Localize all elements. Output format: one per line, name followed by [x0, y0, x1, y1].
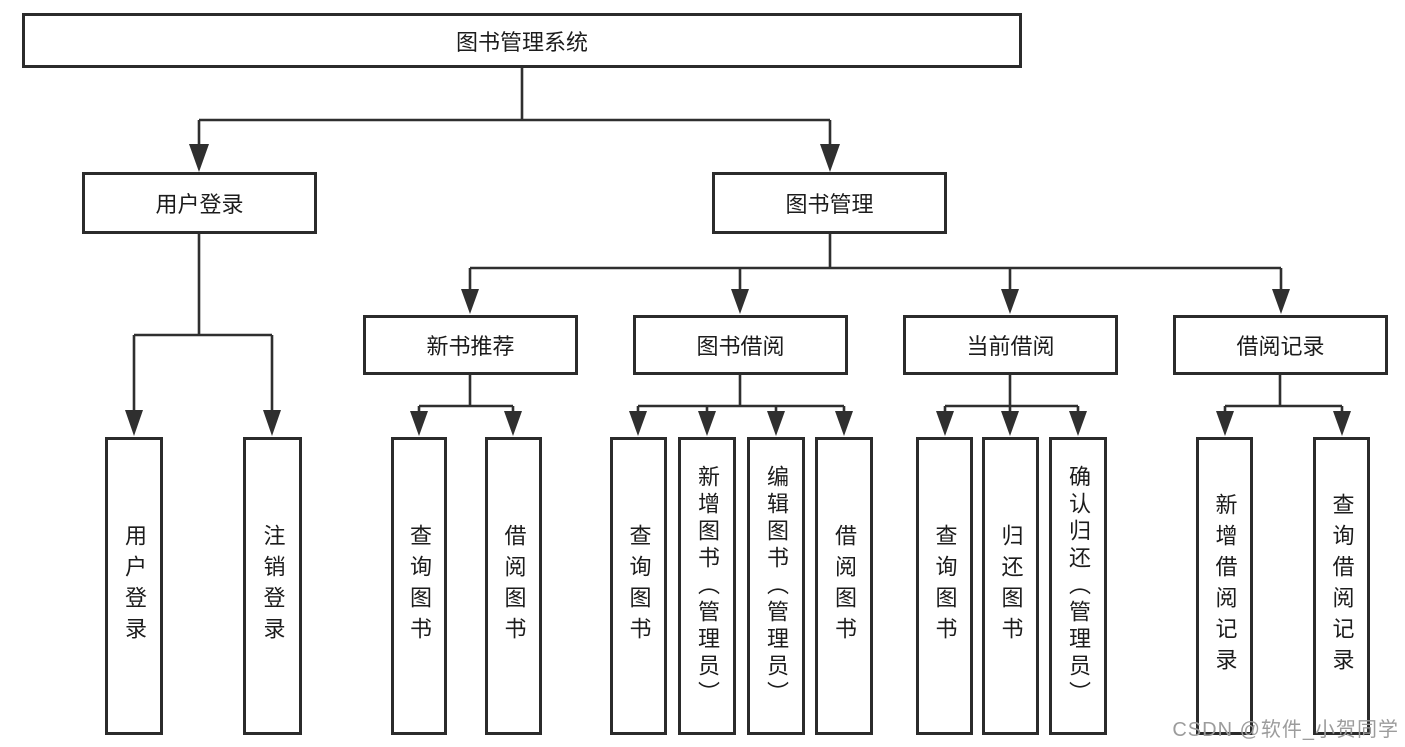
node-leaf-current-confirm-return-admin: 确认归还（管理员） — [1049, 437, 1107, 735]
node-borrow-records: 借阅记录 — [1173, 315, 1388, 375]
node-leaf-borrow-add-books-admin: 新增图书（管理员） — [678, 437, 736, 735]
node-new-book-recommend: 新书推荐 — [363, 315, 578, 375]
node-leaf-borrow-edit-books-admin-label: 编辑图书（管理员） — [764, 464, 789, 708]
node-leaf-newrec-borrow-books: 借阅图书 — [485, 437, 542, 735]
node-leaf-current-query-books: 查询图书 — [916, 437, 973, 735]
node-root-label: 图书管理系统 — [455, 29, 588, 55]
node-leaf-borrow-query-books: 查询图书 — [610, 437, 667, 735]
node-leaf-records-add-record-label: 新增借阅记录 — [1212, 493, 1238, 679]
node-leaf-borrow-query-books-label: 查询图书 — [626, 524, 652, 648]
node-leaf-current-query-books-label: 查询图书 — [932, 524, 958, 648]
node-leaf-logout-label: 注销登录 — [260, 524, 286, 648]
node-user-login: 用户登录 — [82, 172, 317, 234]
node-leaf-borrow-borrow-books: 借阅图书 — [815, 437, 873, 735]
node-leaf-current-return-books: 归还图书 — [982, 437, 1039, 735]
node-leaf-current-confirm-return-admin-label: 确认归还（管理员） — [1066, 464, 1091, 708]
node-leaf-borrow-borrow-books-label: 借阅图书 — [832, 524, 857, 648]
node-leaf-newrec-query-books: 查询图书 — [391, 437, 447, 735]
node-root: 图书管理系统 — [22, 13, 1022, 68]
node-borrow-records-label: 借阅记录 — [1236, 334, 1325, 359]
node-current-borrow: 当前借阅 — [903, 315, 1118, 375]
node-book-borrow-label: 图书借阅 — [696, 334, 785, 359]
node-leaf-records-add-record: 新增借阅记录 — [1196, 437, 1253, 735]
node-leaf-user-login-label: 用户登录 — [122, 524, 147, 648]
arrowhead-icons — [125, 144, 1351, 436]
node-leaf-borrow-edit-books-admin: 编辑图书（管理员） — [747, 437, 805, 735]
node-leaf-newrec-borrow-books-label: 借阅图书 — [501, 524, 527, 648]
node-user-login-label: 用户登录 — [155, 192, 244, 217]
node-book-borrow: 图书借阅 — [633, 315, 848, 375]
node-current-borrow-label: 当前借阅 — [966, 334, 1055, 359]
node-book-management-label: 图书管理 — [785, 192, 874, 217]
node-leaf-records-query-record-label: 查询借阅记录 — [1329, 493, 1355, 679]
node-new-book-recommend-label: 新书推荐 — [426, 334, 515, 359]
node-leaf-newrec-query-books-label: 查询图书 — [407, 524, 432, 648]
node-leaf-logout: 注销登录 — [243, 437, 302, 735]
node-leaf-current-return-books-label: 归还图书 — [998, 524, 1024, 648]
node-leaf-user-login: 用户登录 — [105, 437, 163, 735]
node-book-management: 图书管理 — [712, 172, 947, 234]
node-leaf-records-query-record: 查询借阅记录 — [1313, 437, 1370, 735]
node-leaf-borrow-add-books-admin-label: 新增图书（管理员） — [695, 464, 720, 708]
